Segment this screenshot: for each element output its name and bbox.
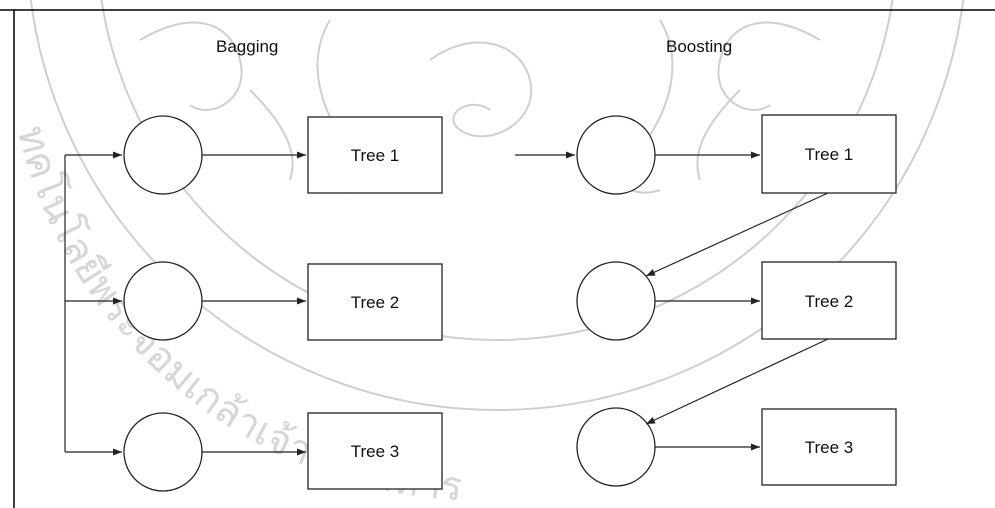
boosting-tree-box-2 [761,261,897,340]
bagging-tree-label-3: Tree 3 [351,442,400,461]
boosting-sample-circle-3 [576,407,656,487]
boosting-title: Boosting [666,37,732,56]
bagging-tree-box-1 [307,116,443,194]
boosting-group: Tree 1 Tree 2 Tree 3 [515,114,897,487]
boosting-tree-label-2: Tree 2 [805,292,854,311]
boosting-sample-circle-1 [576,115,656,195]
bagging-title: Bagging [216,37,278,56]
boosting-tree-label-3: Tree 3 [805,438,854,457]
boosting-sequential-arrow-1 [645,192,829,277]
bagging-tree-box-3 [307,412,443,490]
bagging-tree-label-1: Tree 1 [351,146,400,165]
bagging-tree-label-2: Tree 2 [351,293,400,312]
boosting-sequential-arrow-2 [645,338,829,425]
boosting-sample-circle-2 [576,261,656,341]
boosting-tree-label-1: Tree 1 [805,145,854,164]
bagging-tree-box-2 [307,263,443,341]
boosting-tree-box-1 [761,114,897,194]
bagging-sample-circle-2 [123,261,203,341]
bagging-sample-circle-3 [123,412,203,492]
bagging-sample-circle-1 [123,115,203,195]
boosting-tree-box-3 [761,408,897,486]
bagging-group: Tree 1 Tree 2 Tree 3 [64,115,443,492]
